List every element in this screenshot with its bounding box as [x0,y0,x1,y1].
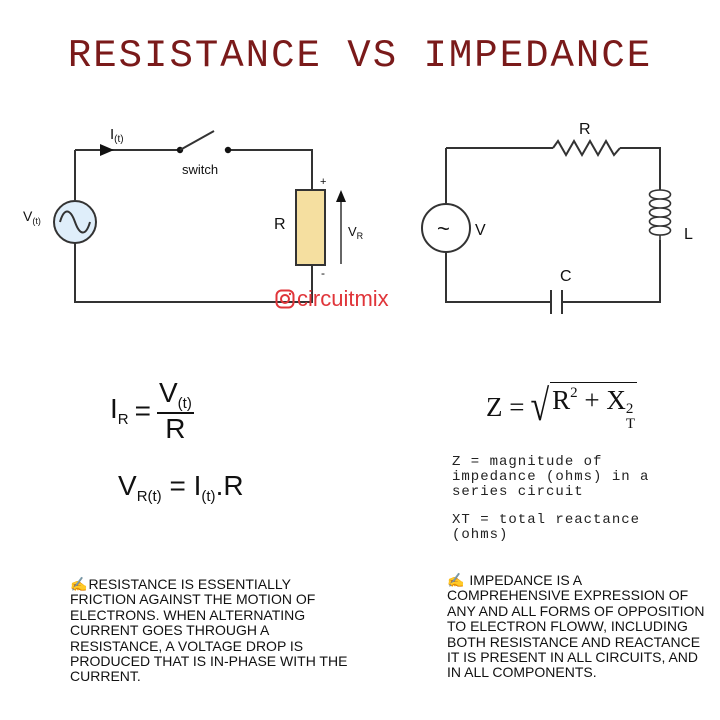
resistance-description: ✍RESISTANCE IS ESSENTIALLY FRICTION AGAI… [70,576,348,685]
watermark: circuitmix [275,286,389,312]
circuit-diagrams: I(t) switch V(t) R + - VR R L C ~ V [23,121,693,314]
definition-xt: XT = total reactance (ohms) [452,512,641,543]
current-label: I(t) [110,126,124,145]
ac-source-icon [53,200,97,244]
resistor-zigzag-icon [552,138,621,158]
resistive-circuit [74,149,313,303]
resistor-symbol [295,189,326,266]
formula-ir-denominator: R [165,412,186,444]
voltage-drop-label: VR [348,224,364,241]
writing-hand-icon: ✍ [70,576,88,592]
wire-top-right [228,149,313,170]
resistor-current-formula: IR = V(t) R [110,378,194,443]
wire-right-lower [563,240,661,303]
resistor-label: R [274,216,286,233]
inductor-coil-icon [648,189,672,240]
formula-ir-numerator: V(t) [156,377,194,414]
rlc-ac-source-icon [421,203,471,253]
rlc-circuit [445,147,661,303]
formula-ir-lhs: IR [110,393,129,429]
minus-sign: - [321,266,325,280]
formula-ir-eq: = [134,394,151,426]
wire-top-right [620,147,661,190]
definition-z: Z = magnitude of impedance (ohms) in a s… [452,454,650,500]
switch-label: switch [182,162,218,177]
wire-left-lower [74,243,313,303]
instagram-icon [275,289,295,309]
square-root-icon: √ [530,382,550,431]
switch-symbol [176,130,232,154]
inductor-label: L [684,226,693,243]
page-title: RESISTANCE VS IMPEDANCE [67,34,653,78]
rlc-source-label: V [475,222,486,239]
voltage-drop-formula: VR(t) = I(t).R [118,470,244,505]
rlc-source-symbol: ~ [437,216,450,241]
impedance-description: ✍ IMPEDANCE IS A COMPREHENSIVE EXPRESSIO… [447,572,705,681]
watermark-text: circuitmix [297,286,389,311]
wire-bottom-left [445,252,550,303]
source-label: V(t) [23,208,41,226]
formula-ir-fraction: V(t) R [156,377,194,444]
capacitor-icon [550,290,563,314]
voltage-drop-arrow [336,190,346,264]
writing-hand-icon: ✍ [447,572,465,588]
plus-sign: + [320,176,326,188]
capacitor-label: C [560,268,572,285]
rlc-resistor-label: R [579,121,591,138]
formula-z-lhs: Z = [486,391,525,422]
current-arrow [100,144,114,156]
